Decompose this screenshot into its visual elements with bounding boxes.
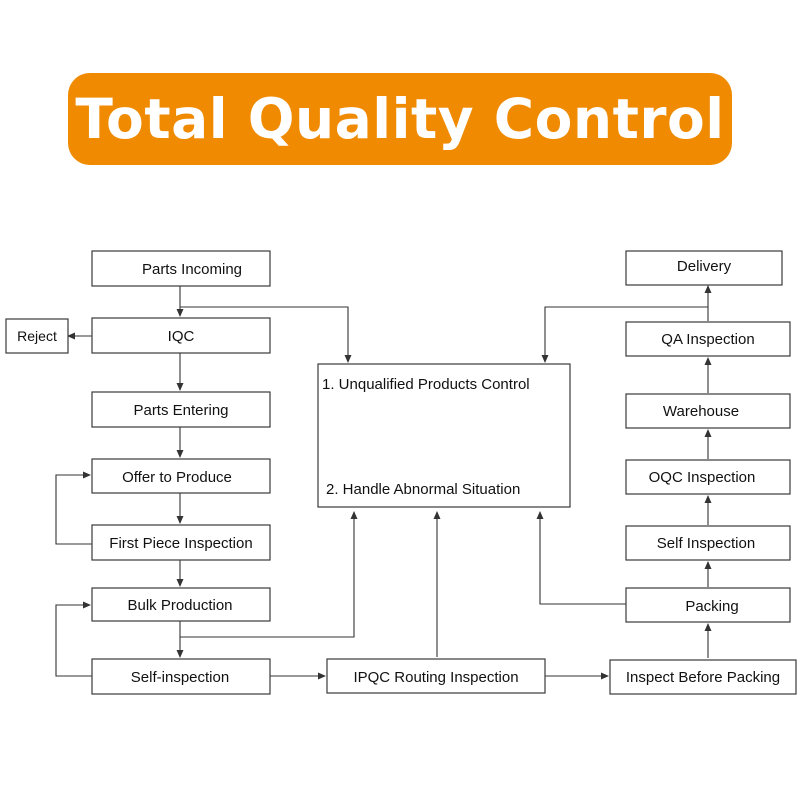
node-self-inspection-right: Self Inspection	[625, 525, 791, 561]
edge-self-inspection-loop-to-bulk	[55, 601, 92, 677]
node-inspect-before-packing: Inspect Before Packing	[609, 659, 797, 695]
control-line-2: 2. Handle Abnormal Situation	[326, 481, 520, 498]
edge-first-piece-loop-to-offer	[55, 471, 92, 545]
edge-packing-to-control	[536, 511, 626, 605]
node-parts-incoming: Parts Incoming	[91, 250, 271, 287]
node-label: IQC	[168, 328, 195, 345]
node-control-box: 1. Unqualified Products Control 2. Handl…	[317, 363, 571, 508]
node-label: Self-inspection	[131, 669, 229, 686]
node-first-piece-inspection: First Piece Inspection	[91, 524, 271, 561]
node-label: Reject	[17, 328, 57, 344]
node-qa-inspection: QA Inspection	[625, 321, 791, 357]
node-label: Offer to Produce	[122, 469, 232, 486]
edge-parts-incoming-to-control	[180, 306, 352, 363]
node-label: IPQC Routing Inspection	[353, 669, 518, 686]
node-oqc-inspection: OQC Inspection	[625, 459, 791, 495]
node-packing: Packing	[625, 587, 791, 623]
node-label: Bulk Production	[127, 597, 232, 614]
node-label: QA Inspection	[661, 331, 754, 348]
node-label: Warehouse	[663, 403, 739, 420]
edge-qa-to-control	[541, 306, 708, 363]
edges	[55, 285, 712, 680]
node-label: Self Inspection	[657, 535, 755, 552]
control-line-1: 1. Unqualified Products Control	[322, 376, 530, 393]
node-label: Inspect Before Packing	[626, 669, 780, 686]
node-warehouse: Warehouse	[625, 393, 791, 429]
title-banner: Total Quality Control	[68, 73, 732, 165]
node-ipqc-routing-inspection: IPQC Routing Inspection	[326, 658, 546, 694]
node-label: Parts Incoming	[142, 261, 242, 278]
node-label: Parts Entering	[133, 402, 228, 419]
node-bulk-production: Bulk Production	[91, 587, 271, 622]
node-self-inspection-left: Self-inspection	[91, 658, 271, 695]
node-label: Packing	[685, 598, 738, 615]
page-title: Total Quality Control	[75, 87, 725, 151]
node-label: First Piece Inspection	[109, 535, 252, 552]
node-label: OQC Inspection	[649, 469, 756, 486]
node-iqc: IQC	[91, 317, 271, 354]
edge-bulk-to-control	[180, 511, 358, 638]
node-label: Delivery	[677, 258, 732, 275]
node-parts-entering: Parts Entering	[91, 391, 271, 428]
node-reject: Reject	[5, 318, 69, 354]
node-offer-to-produce: Offer to Produce	[91, 458, 271, 494]
node-delivery: Delivery	[625, 250, 783, 286]
